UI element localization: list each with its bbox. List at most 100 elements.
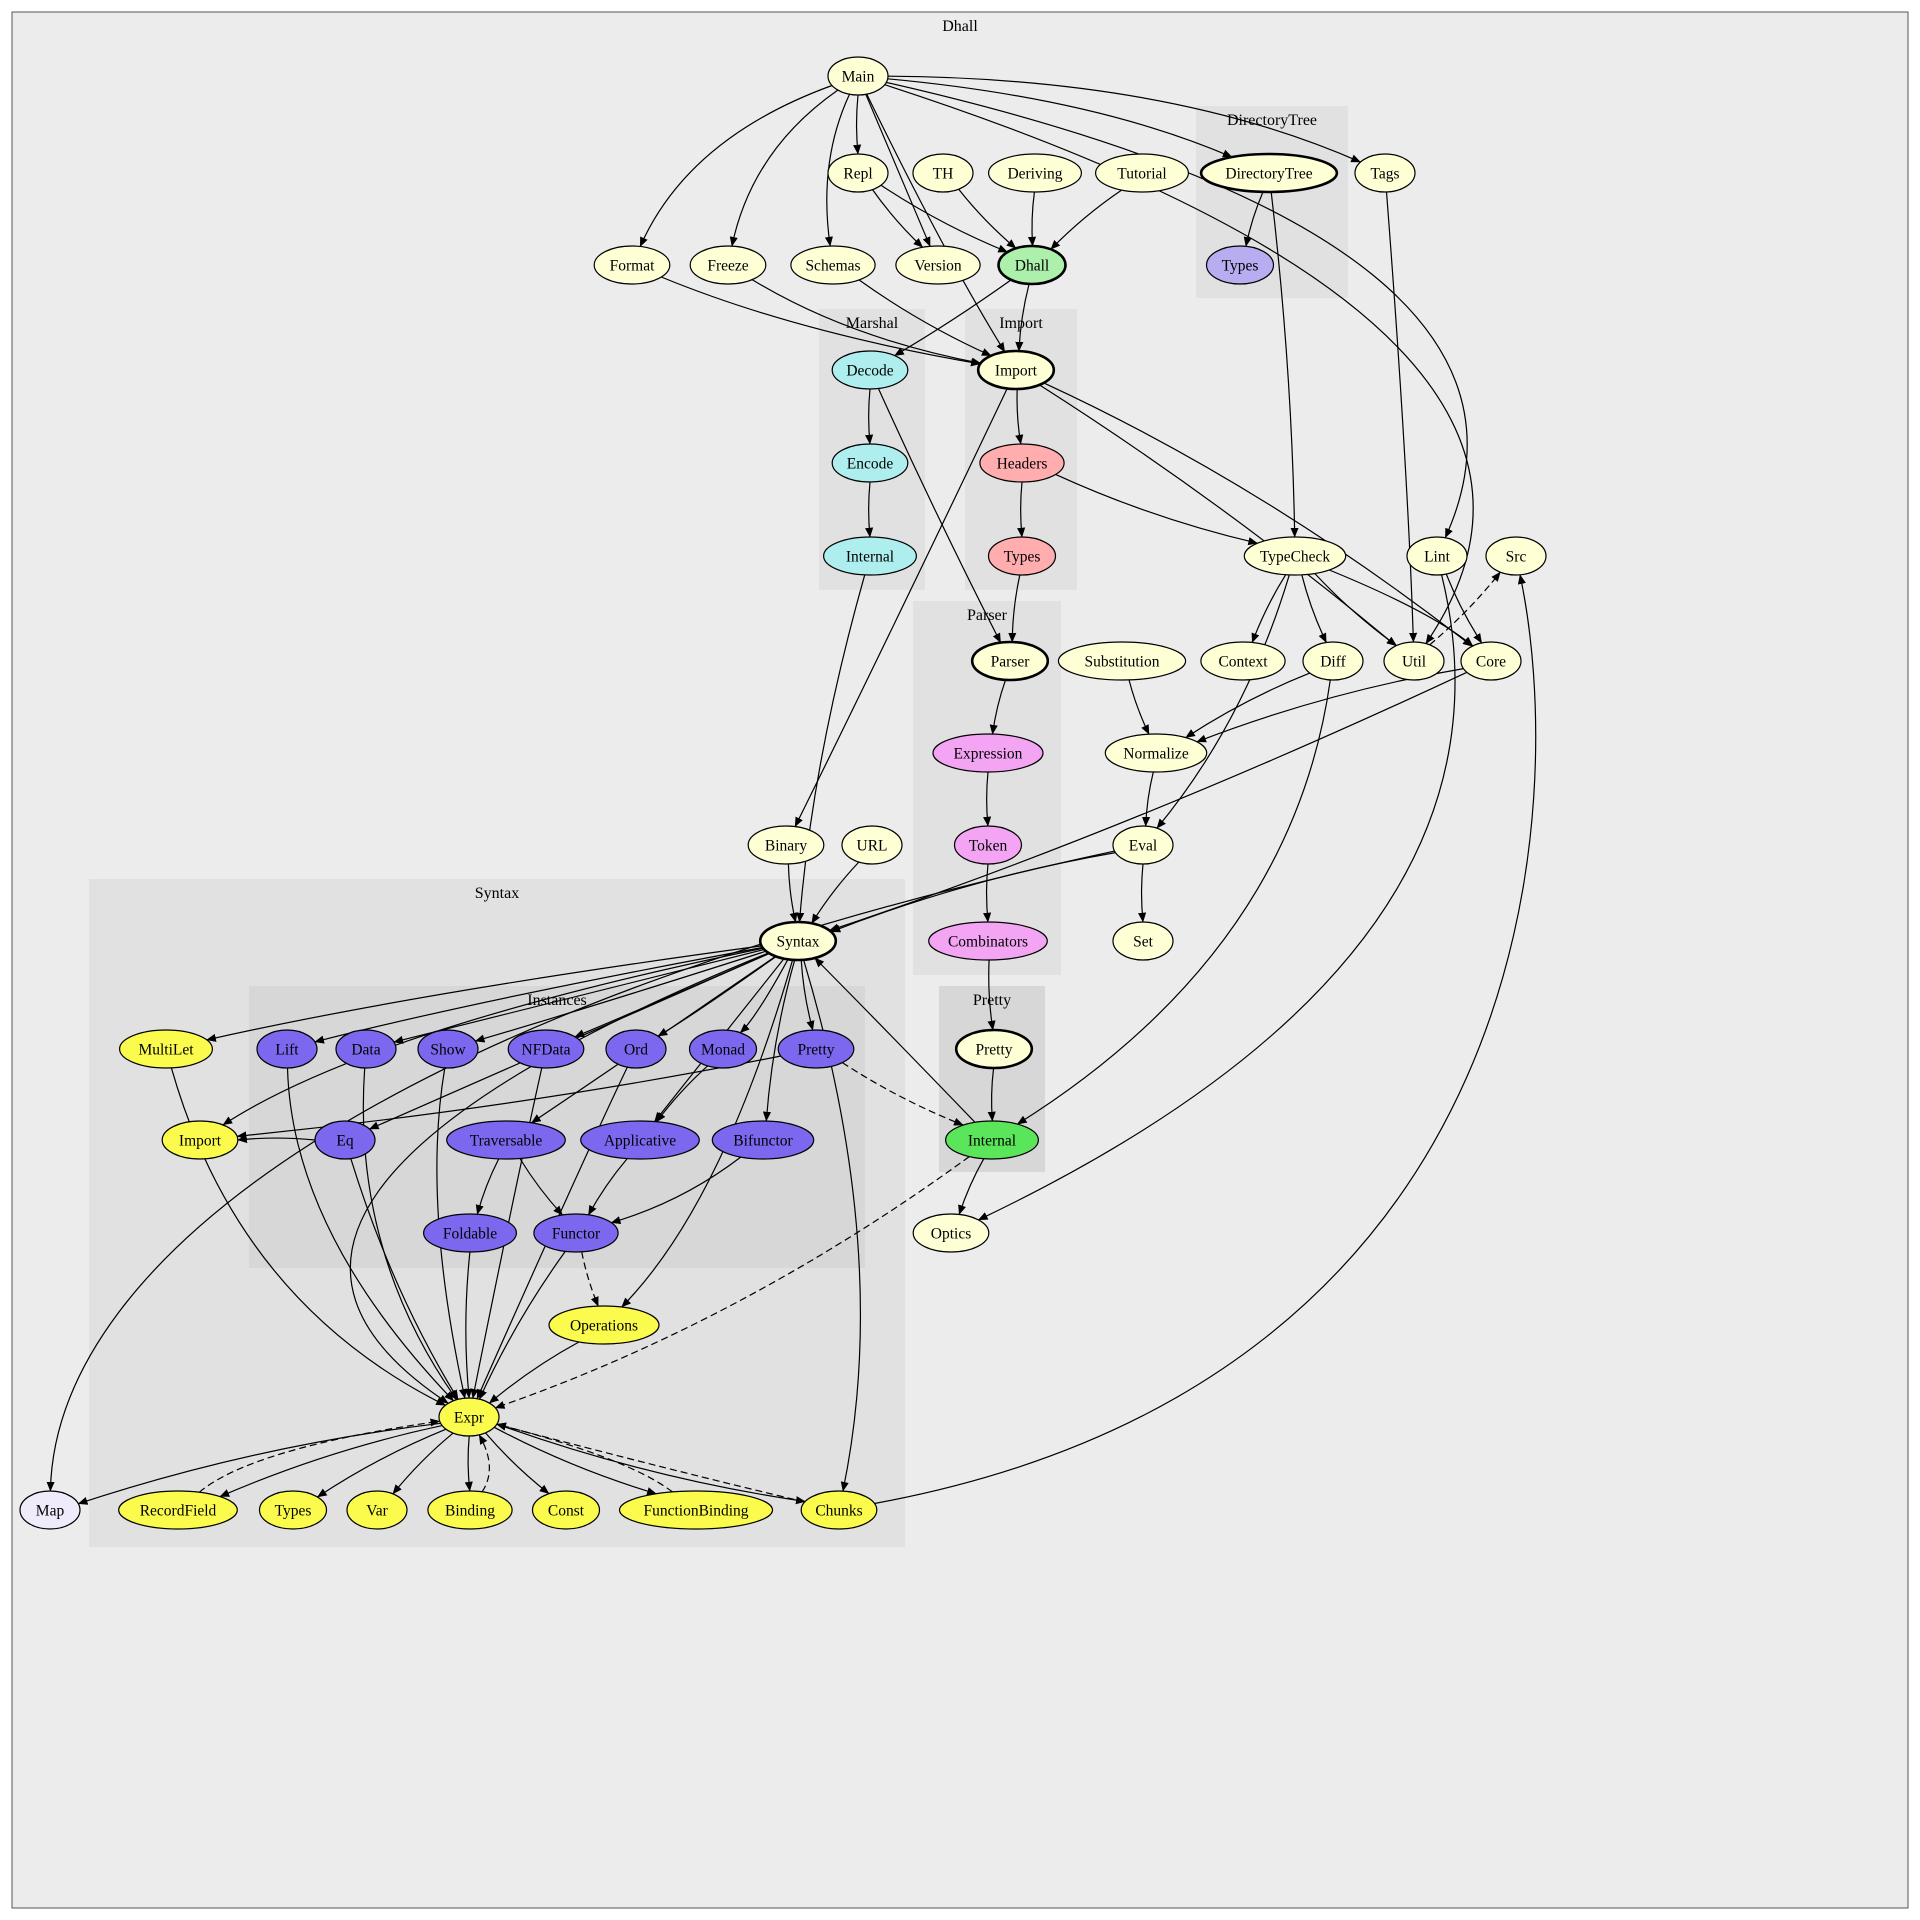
edge-normalize-eval bbox=[1141, 771, 1154, 827]
node-tutorial bbox=[1094, 153, 1189, 193]
edge-expr-chunks bbox=[496, 1423, 806, 1505]
edge-typecheck-diff bbox=[1301, 574, 1327, 643]
edge-core-syntax bbox=[829, 671, 1468, 932]
edge-p_internal-expr bbox=[494, 1156, 970, 1409]
node-functionbinding bbox=[618, 1490, 774, 1530]
edge-ord-expr bbox=[476, 1066, 628, 1400]
node-functor bbox=[533, 1213, 619, 1253]
node-label-substitution: Substitution bbox=[1085, 654, 1160, 671]
node-nfdata bbox=[507, 1029, 585, 1069]
node-eq bbox=[314, 1120, 376, 1160]
node-label-s_types: Types bbox=[275, 1503, 312, 1520]
edge-pretty-p_internal bbox=[987, 1067, 996, 1122]
edge-traversable-functor bbox=[519, 1158, 563, 1216]
node-label-applicative: Applicative bbox=[604, 1133, 676, 1150]
edge-p_internal-optics bbox=[958, 1158, 985, 1215]
node-m_internal bbox=[822, 536, 917, 576]
node-optics bbox=[912, 1213, 990, 1253]
edge-token-combinators bbox=[983, 863, 992, 923]
node-tags bbox=[1354, 153, 1416, 193]
node-label-encode: Encode bbox=[847, 456, 894, 473]
cluster-label-dhall_cluster: Dhall bbox=[942, 18, 978, 35]
edge-repl-version bbox=[872, 189, 924, 248]
edge-deriving-dhall bbox=[1027, 191, 1037, 247]
edge-chunks-expr bbox=[496, 1422, 805, 1503]
node-p_internal bbox=[944, 1120, 1039, 1160]
edge-binding-expr bbox=[478, 1434, 490, 1493]
node-label-headers: Headers bbox=[997, 456, 1048, 473]
node-label-map: Map bbox=[36, 1503, 65, 1520]
node-expr bbox=[438, 1397, 500, 1437]
edge-import-headers bbox=[1015, 388, 1024, 445]
node-label-th: TH bbox=[933, 166, 954, 183]
node-pretty bbox=[954, 1028, 1034, 1070]
node-label-multilet: MultiLet bbox=[138, 1042, 194, 1059]
edge-expr-var bbox=[392, 1432, 454, 1495]
node-label-recordfield: RecordField bbox=[140, 1503, 217, 1520]
edge-eq-s_import bbox=[237, 1135, 316, 1144]
edge-tutorial-dhall bbox=[1050, 189, 1122, 250]
node-label-p_internal: Internal bbox=[968, 1133, 1016, 1150]
node-ord bbox=[605, 1029, 667, 1069]
edge-functor-operations bbox=[581, 1251, 599, 1307]
node-s_types bbox=[258, 1490, 328, 1530]
node-main bbox=[827, 56, 889, 96]
edge-dhall-import bbox=[1015, 283, 1030, 352]
node-binding bbox=[427, 1490, 513, 1530]
node-context bbox=[1200, 641, 1286, 681]
edge-typecheck-util bbox=[1314, 573, 1397, 647]
edge-main-repl bbox=[853, 94, 862, 155]
edge-main-lint bbox=[886, 81, 1468, 539]
edge-th-dhall bbox=[958, 188, 1017, 249]
node-label-lint: Lint bbox=[1424, 549, 1451, 566]
node-core bbox=[1460, 641, 1522, 681]
node-label-eval: Eval bbox=[1129, 838, 1157, 855]
edge-main-freeze bbox=[729, 89, 839, 247]
node-label-directorytree: DirectoryTree bbox=[1225, 166, 1312, 183]
edge-main-tags bbox=[887, 75, 1361, 163]
node-label-version: Version bbox=[914, 258, 962, 275]
node-parser bbox=[970, 640, 1050, 682]
edge-freeze-import bbox=[751, 279, 982, 366]
edge-schemas-import bbox=[858, 279, 992, 357]
edge-show-expr bbox=[436, 1067, 467, 1399]
node-label-pretty: Pretty bbox=[975, 1042, 1012, 1059]
edge-expression-token bbox=[983, 771, 992, 827]
node-chunks bbox=[800, 1490, 878, 1530]
node-label-deriving: Deriving bbox=[1007, 166, 1062, 183]
node-set bbox=[1112, 921, 1174, 961]
edge-syntax-show bbox=[474, 950, 767, 1043]
edge-data_-expr bbox=[362, 1067, 458, 1401]
node-label-chunks: Chunks bbox=[815, 1503, 862, 1520]
node-s_import bbox=[161, 1120, 239, 1160]
node-label-token: Token bbox=[969, 838, 1008, 855]
edge-i_pretty-p_internal bbox=[841, 1062, 964, 1126]
node-label-optics: Optics bbox=[931, 1226, 971, 1243]
node-data_ bbox=[335, 1029, 397, 1069]
edge-directorytree-typecheck bbox=[1270, 191, 1299, 538]
edge-lint-core bbox=[1445, 573, 1483, 644]
edge-expr-binding bbox=[464, 1435, 473, 1492]
edge-main-schemas bbox=[824, 93, 851, 247]
node-import bbox=[976, 349, 1056, 391]
edge-i_pretty-s_import bbox=[236, 1055, 782, 1140]
node-label-dt_types: Types bbox=[1222, 258, 1259, 275]
edge-syntax-multilet bbox=[206, 945, 762, 1042]
node-operations bbox=[548, 1305, 660, 1345]
node-lint bbox=[1406, 536, 1468, 576]
edge-expr-map bbox=[77, 1422, 441, 1505]
node-label-src: Src bbox=[1506, 549, 1527, 566]
node-label-set: Set bbox=[1133, 934, 1154, 951]
edge-util-src bbox=[1429, 571, 1501, 646]
edge-expr-recordfield bbox=[219, 1425, 443, 1498]
node-bifunctor bbox=[711, 1120, 815, 1160]
edge-eq-expr bbox=[350, 1158, 459, 1400]
node-label-tutorial: Tutorial bbox=[1117, 166, 1166, 183]
node-var bbox=[346, 1490, 408, 1530]
node-label-context: Context bbox=[1218, 654, 1268, 671]
node-label-parser: Parser bbox=[991, 654, 1031, 671]
edge-dhall-decode bbox=[894, 279, 1012, 357]
node-label-import: Import bbox=[995, 363, 1038, 380]
edge-repl-dhall bbox=[880, 184, 1008, 253]
edge-import-core bbox=[1043, 382, 1473, 647]
